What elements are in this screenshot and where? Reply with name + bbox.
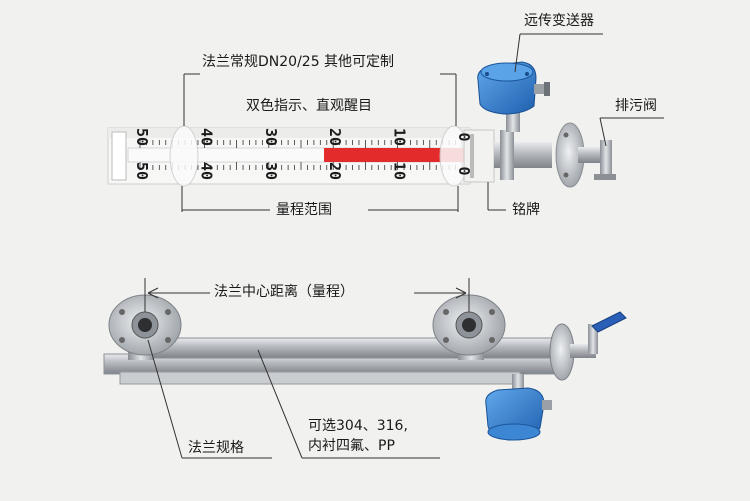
material-label-line2: 内衬四氟、PP	[306, 438, 397, 454]
nameplate-label: 铭牌	[510, 202, 542, 218]
drain-valve-handle	[591, 311, 627, 333]
bottom-level-gauge	[103, 294, 627, 441]
remote-transmitter-housing	[477, 61, 550, 115]
right-flange	[432, 294, 506, 360]
flange-spec-label: 法兰规格	[186, 440, 246, 456]
scale-number: 50	[133, 128, 151, 146]
scale-number: 30	[262, 128, 280, 146]
scale-number: 50	[133, 162, 151, 180]
material-label-line1: 可选304、316,	[306, 418, 410, 434]
dual-color-label: 双色指示、直观醒目	[244, 98, 374, 114]
red-indicator-band	[324, 148, 466, 162]
flange-standard-label: 法兰常规DN20/25 其他可定制	[200, 54, 397, 70]
left-flange	[108, 294, 182, 360]
bottom-transmitter-housing	[485, 387, 552, 441]
scale-number: 20	[326, 162, 344, 180]
scale-numbers-top: 50 40 30 20 10 0	[133, 128, 473, 146]
scale-number: 40	[197, 162, 215, 180]
scale-number: 0	[455, 166, 473, 175]
scale-number: 10	[391, 128, 409, 146]
center-distance-label: 法兰中心距离（量程）	[212, 284, 356, 300]
scale-number: 20	[326, 128, 344, 146]
scale-number: 0	[455, 132, 473, 141]
drain-valve-label: 排污阀	[613, 98, 659, 114]
scale-number: 40	[197, 128, 215, 146]
scale-numbers-bottom: 50 40 30 20 10 0	[133, 162, 473, 180]
remote-transmitter-label: 远传变送器	[522, 13, 596, 29]
top-level-gauge	[107, 61, 616, 188]
scale-number: 30	[262, 162, 280, 180]
scale-number: 10	[391, 162, 409, 180]
measuring-range-label: 量程范围	[274, 202, 334, 218]
